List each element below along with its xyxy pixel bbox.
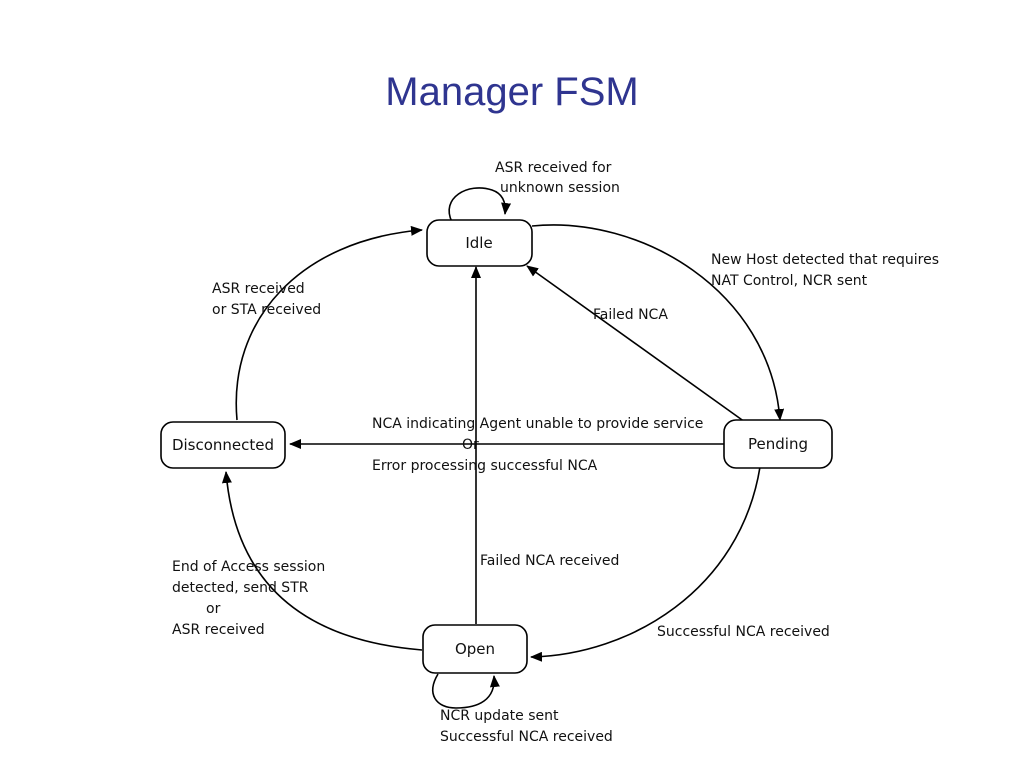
state-pending-label: Pending [748,435,808,453]
edge-open-to-disconnected [221,471,423,651]
state-pending: Pending [723,419,833,469]
label-line: unknown session [500,180,620,196]
label-line: NCR update sent [440,708,559,724]
page-title: Manager FSM [385,70,639,114]
label-line: or [206,601,221,617]
label-line: Or [462,437,479,453]
label-line: End of Access session [172,559,325,575]
label-open-to-idle: Failed NCA received [480,553,619,569]
edge-pending-to-idle [526,265,746,423]
edge-open-self [432,673,500,709]
state-idle: Idle [426,219,533,267]
label-pending-to-open: Successful NCA received [657,624,830,640]
state-disconnected: Disconnected [160,421,286,469]
label-line: Failed NCA [593,307,668,323]
label-pending-to-idle: Failed NCA [593,307,668,323]
label-line: Error processing successful NCA [372,458,598,474]
state-open-label: Open [455,640,495,658]
label-line: detected, send STR [172,580,309,596]
edge-pending-to-open [530,466,761,662]
state-idle-label: Idle [465,234,492,252]
label-idle-to-pending: New Host detected that requires NAT Cont… [711,252,939,289]
label-open-to-disconnected: End of Access session detected, send STR… [172,559,325,638]
label-line: NCA indicating Agent unable to provide s… [372,416,703,432]
state-disconnected-label: Disconnected [172,436,274,454]
label-line: Failed NCA received [480,553,619,569]
label-pending-to-disconnected: NCA indicating Agent unable to provide s… [372,416,703,474]
label-line: ASR received [212,281,305,297]
state-open: Open [422,624,528,674]
label-line: ASR received [172,622,265,638]
label-line: New Host detected that requires [711,252,939,268]
label-line: Successful NCA received [440,729,613,745]
label-open-self: NCR update sent Successful NCA received [440,708,613,745]
label-line: ASR received for [495,160,612,176]
label-line: NAT Control, NCR sent [711,273,868,289]
label-line: Successful NCA received [657,624,830,640]
edge-idle-self [448,187,512,223]
label-disconnected-to-idle: ASR received or STA received [212,281,321,318]
label-line: or STA received [212,302,321,318]
edge-idle-to-pending [531,224,785,421]
edge-disconnected-to-idle [235,225,423,421]
label-idle-self: ASR received for unknown session [495,160,620,196]
